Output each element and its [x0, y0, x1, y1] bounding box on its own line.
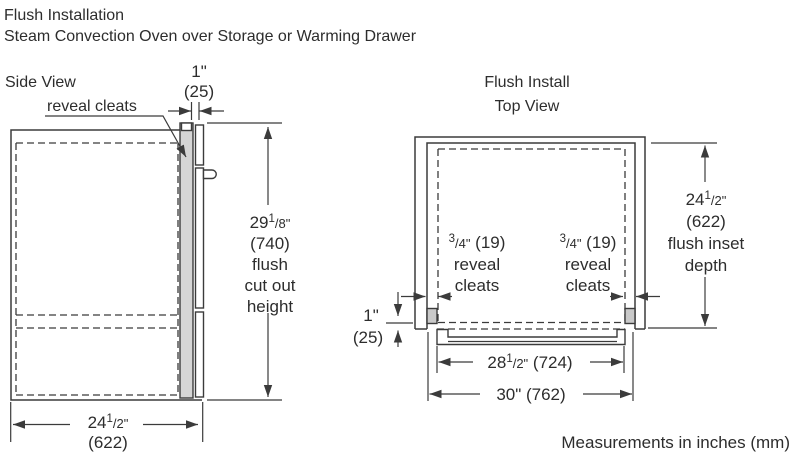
dim-inset-depth: 241/2" (622) flush inset depth [648, 142, 745, 329]
dim-left-cleat-caption-2: cleats [455, 276, 499, 295]
dim-cabinet-depth: 241/2" (622) [10, 402, 204, 452]
dim-inset-depth-extensions [648, 142, 717, 329]
header-subtitle: Steam Convection Oven over Storage or Wa… [4, 28, 417, 45]
oven-body-dashed [437, 148, 626, 321]
cabinet-walls [414, 136, 646, 330]
dim-cleat-depth-mm: (25) [353, 328, 383, 347]
top-view-title-1: Flush Install [484, 74, 569, 91]
dim-outer-width-value: 30" (762) [496, 385, 565, 404]
dim-cutout-height-caption-3: height [247, 297, 294, 316]
dim-right-cleat-caption-1: reveal [565, 255, 611, 274]
top-cleat-end [180, 122, 193, 132]
dim-inner-width: 281/2" (724) [436, 346, 625, 373]
side-view-title: Side View [5, 74, 76, 91]
dim-right-cleat-value: 3/4" (19) [560, 233, 617, 252]
dim-cabinet-depth-value: 241/2" [88, 413, 129, 432]
dim-cleat-depth-inches: 1" [363, 306, 379, 325]
dim-left-cleat: 3/4" (19) reveal cleats [401, 233, 506, 301]
oven-drawer-dashed-outline [15, 142, 179, 396]
cabinet-outline [10, 129, 202, 401]
front-plane-dashed [427, 321, 635, 330]
reveal-cleat-bar [179, 122, 194, 399]
door-trim-upper [194, 124, 205, 166]
door-front-profile [436, 328, 626, 346]
door-handle-knob [202, 169, 217, 180]
dim-inset-depth-value: 241/2" [686, 190, 727, 209]
dim-cutout-height-caption-2: cut out [244, 276, 295, 295]
dim-cleat-width-ticks [190, 102, 200, 120]
dim-inner-width-value: 281/2" (724) [487, 353, 572, 372]
dim-cabinet-depth-mm: (622) [88, 433, 128, 452]
dim-left-cleat-caption-1: reveal [454, 255, 500, 274]
dim-inner-width-extensions [436, 346, 625, 373]
dim-inset-depth-caption-1: flush inset [668, 234, 745, 253]
reveal-cleat-left [426, 307, 438, 325]
measurements-note: Measurements in inches (mm) [561, 433, 790, 452]
dim-cleat-width-inches: 1" [191, 62, 207, 81]
reveal-cleats-label: reveal cleats [47, 98, 137, 115]
reveal-cleats-leader-line [45, 115, 187, 158]
dim-inset-depth-caption-2: depth [685, 256, 728, 275]
dim-inset-depth-mm: (622) [686, 212, 726, 231]
door-panel [194, 167, 205, 309]
dim-cutout-height-caption-1: flush [252, 255, 288, 274]
dim-right-cleat-caption-2: cleats [566, 276, 610, 295]
reveal-cleat-right [624, 307, 636, 325]
dim-cabinet-depth-extensions [10, 402, 204, 442]
dim-left-cleat-value: 3/4" (19) [449, 233, 506, 252]
header: Flush Installation Steam Convection Oven… [4, 7, 417, 45]
top-view: Flush Install Top View 3/4" (19) reveal … [353, 74, 745, 404]
dim-outer-width: 30" (762) [427, 332, 634, 404]
dim-cutout-height-mm: (740) [250, 234, 290, 253]
dim-cutout-height-extensions [207, 122, 282, 401]
side-view: Side View reveal cleats 1" (25) 291/8" [5, 62, 296, 452]
dim-outer-width-extensions [427, 332, 634, 401]
dim-cleat-width: 1" (25) [168, 62, 224, 120]
dim-cutout-height: 291/8" (740) flush cut out height [207, 122, 296, 401]
drawer-panel [194, 311, 205, 398]
dim-cutout-height-value: 291/8" [250, 213, 291, 232]
dim-right-cleat: 3/4" (19) reveal cleats [560, 233, 660, 301]
dim-cleat-width-mm: (25) [184, 82, 214, 101]
dim-cleat-depth: 1" (25) [353, 292, 413, 347]
header-title: Flush Installation [4, 7, 124, 24]
top-view-title-2: Top View [495, 98, 560, 115]
